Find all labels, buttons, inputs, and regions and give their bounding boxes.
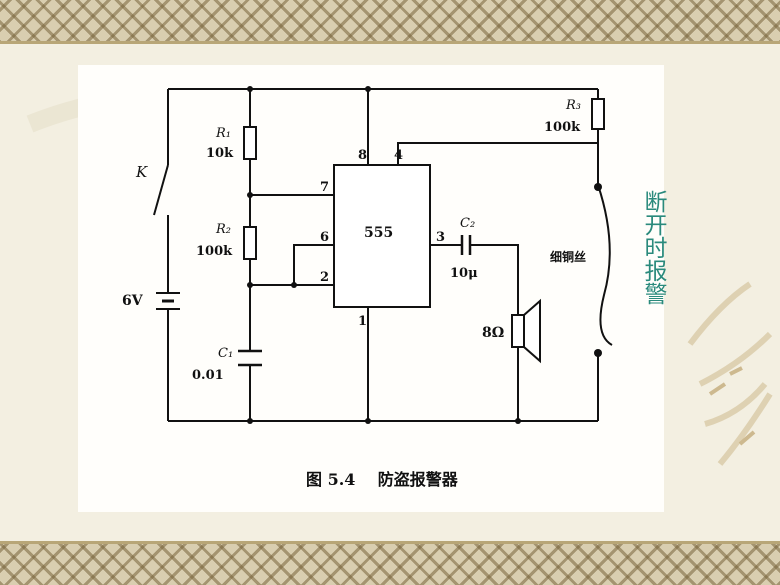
battery-symbol [156, 292, 180, 310]
pin-1: 1 [358, 314, 367, 329]
resistor-r2 [243, 226, 257, 260]
switch-k [153, 164, 169, 216]
r1-value: 10k [206, 146, 234, 161]
figure-caption: 图 5.4 防盗报警器 [306, 470, 459, 489]
resistor-r3 [591, 98, 605, 130]
r3-value: 100k [544, 120, 581, 135]
pin-4: 4 [394, 148, 403, 163]
capacitor-c2 [460, 235, 472, 255]
pin-6: 6 [320, 230, 329, 245]
ic-555 [333, 164, 431, 308]
c1-name: C₁ [218, 346, 233, 361]
speaker-symbol [511, 298, 541, 364]
ic-label: 555 [364, 225, 393, 241]
pin-8: 8 [358, 148, 367, 163]
battery-label: 6V [122, 293, 144, 309]
c1-value: 0.01 [192, 368, 224, 383]
r1-name: R₁ [215, 126, 231, 141]
fine-wire-label: 细铜丝 [550, 249, 586, 264]
resistor-r1 [243, 126, 257, 160]
c2-name: C₂ [460, 216, 475, 231]
speaker-label: 8Ω [482, 325, 504, 341]
circuit-figure: K 6V R₁ 10k R₂ 100k R₃ 100k C₁ 0.01 C₂ 1… [78, 65, 664, 512]
r2-name: R₂ [215, 222, 231, 237]
circuit-diagram: K 6V R₁ 10k R₂ 100k R₃ 100k C₁ 0.01 C₂ 1… [122, 86, 613, 489]
r2-value: 100k [196, 244, 233, 259]
decorative-border-bottom [0, 541, 780, 585]
junction-dots [247, 86, 602, 424]
pin-7: 7 [320, 180, 329, 195]
r3-name: R₃ [565, 98, 581, 113]
side-note-alarm-text: 断开时报警 [640, 190, 666, 305]
pin-3: 3 [436, 230, 445, 245]
switch-label: K [135, 163, 148, 181]
decorative-border-top [0, 0, 780, 44]
circuit-wires [167, 88, 613, 422]
c2-value: 10μ [450, 266, 478, 281]
capacitor-c1 [238, 349, 262, 367]
pin-2: 2 [320, 270, 329, 285]
